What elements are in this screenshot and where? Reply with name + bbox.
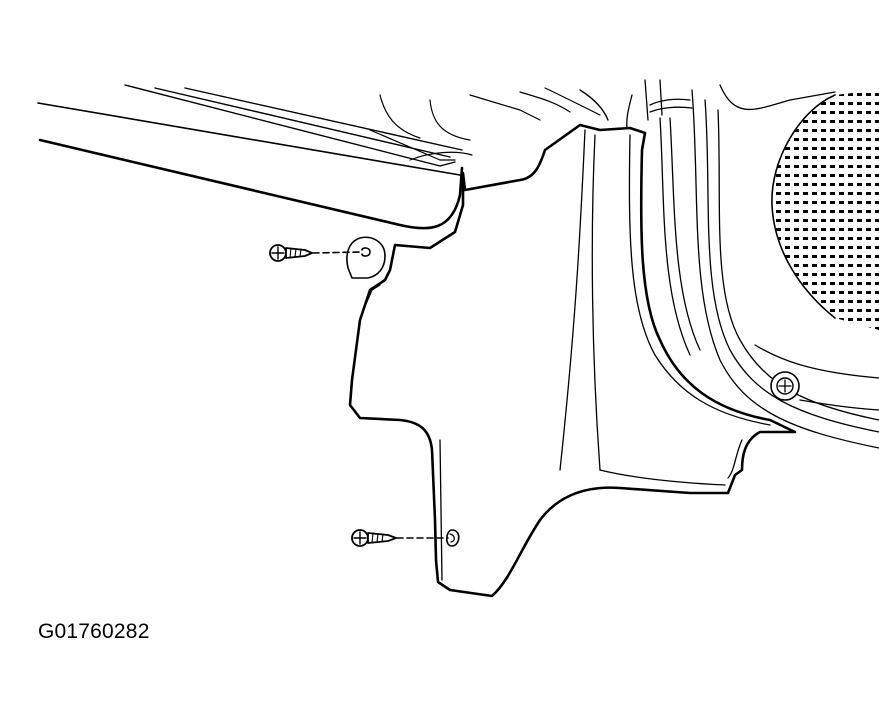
screw-icon [351, 529, 397, 547]
lower-screw [351, 529, 460, 547]
screw-icon [269, 244, 313, 262]
upper-screw [269, 244, 371, 262]
upper-sill-trim [37, 84, 609, 230]
push-retainer [770, 371, 800, 401]
trim-panel [346, 123, 797, 598]
figure-id-label: G01760282 [38, 620, 150, 643]
speaker-grille [754, 90, 879, 411]
clip-icon [770, 371, 800, 401]
